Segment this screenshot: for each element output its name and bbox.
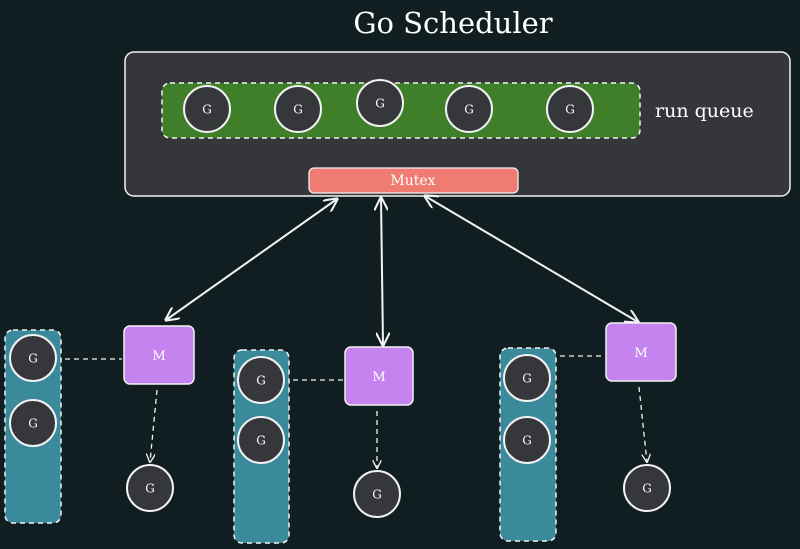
machine-box <box>344 346 414 406</box>
goroutine-label: G <box>522 434 532 448</box>
goroutine-label: G <box>256 374 266 388</box>
machine-box <box>605 322 677 382</box>
goroutine-label: G <box>28 417 38 431</box>
goroutine-label: G <box>565 103 575 117</box>
machine-group: G G M G <box>4 325 195 524</box>
mutex-box <box>308 167 519 194</box>
mutex-m2-arrow <box>381 198 383 345</box>
local-queue-goroutine: G <box>503 416 551 464</box>
local-queue-goroutine: G <box>503 354 551 402</box>
run-queue-label: run queue <box>655 100 754 122</box>
machine-runs-arrow <box>638 386 647 462</box>
local-queue-goroutine: G <box>237 356 285 404</box>
goroutine-label: G <box>28 352 38 366</box>
running-goroutine: G <box>126 464 174 512</box>
machine-label: M <box>152 349 165 364</box>
diagram-title: Go Scheduler <box>353 6 552 40</box>
local-queue-goroutine: G <box>9 399 57 447</box>
mutex-m3-arrow <box>425 196 638 322</box>
run-queue-goroutine: G <box>445 85 493 133</box>
machine-group: G G M G <box>499 322 677 542</box>
local-queue-goroutine: G <box>237 416 285 464</box>
machine-label: M <box>372 370 385 385</box>
machine-runs-arrow <box>150 389 158 462</box>
run-queue-goroutine: G <box>183 85 231 133</box>
running-goroutine: G <box>353 470 401 518</box>
local-queue-goroutine: G <box>9 334 57 382</box>
goroutine-label: G <box>642 482 652 496</box>
machines-layer: G G M G G G M G G G M G <box>4 322 677 544</box>
goroutine-label: G <box>293 103 303 117</box>
goroutine-label: G <box>145 482 155 496</box>
goroutine-label: G <box>522 372 532 386</box>
goroutine-label: G <box>256 434 266 448</box>
run-queue-goroutine: G <box>356 79 404 127</box>
mutex-label: Mutex <box>390 173 435 189</box>
goroutine-label: G <box>202 103 212 117</box>
machine-label: M <box>634 346 647 361</box>
run-queue-goroutine: G <box>546 85 594 133</box>
goroutine-label: G <box>464 103 474 117</box>
goroutine-label: G <box>375 97 385 111</box>
machine-box <box>123 325 195 385</box>
machine-group: G G M G <box>233 346 414 544</box>
mutex-m1-arrow <box>166 199 337 320</box>
running-goroutine: G <box>623 464 671 512</box>
run-queue-goroutine: G <box>274 85 322 133</box>
goroutine-label: G <box>372 488 382 502</box>
